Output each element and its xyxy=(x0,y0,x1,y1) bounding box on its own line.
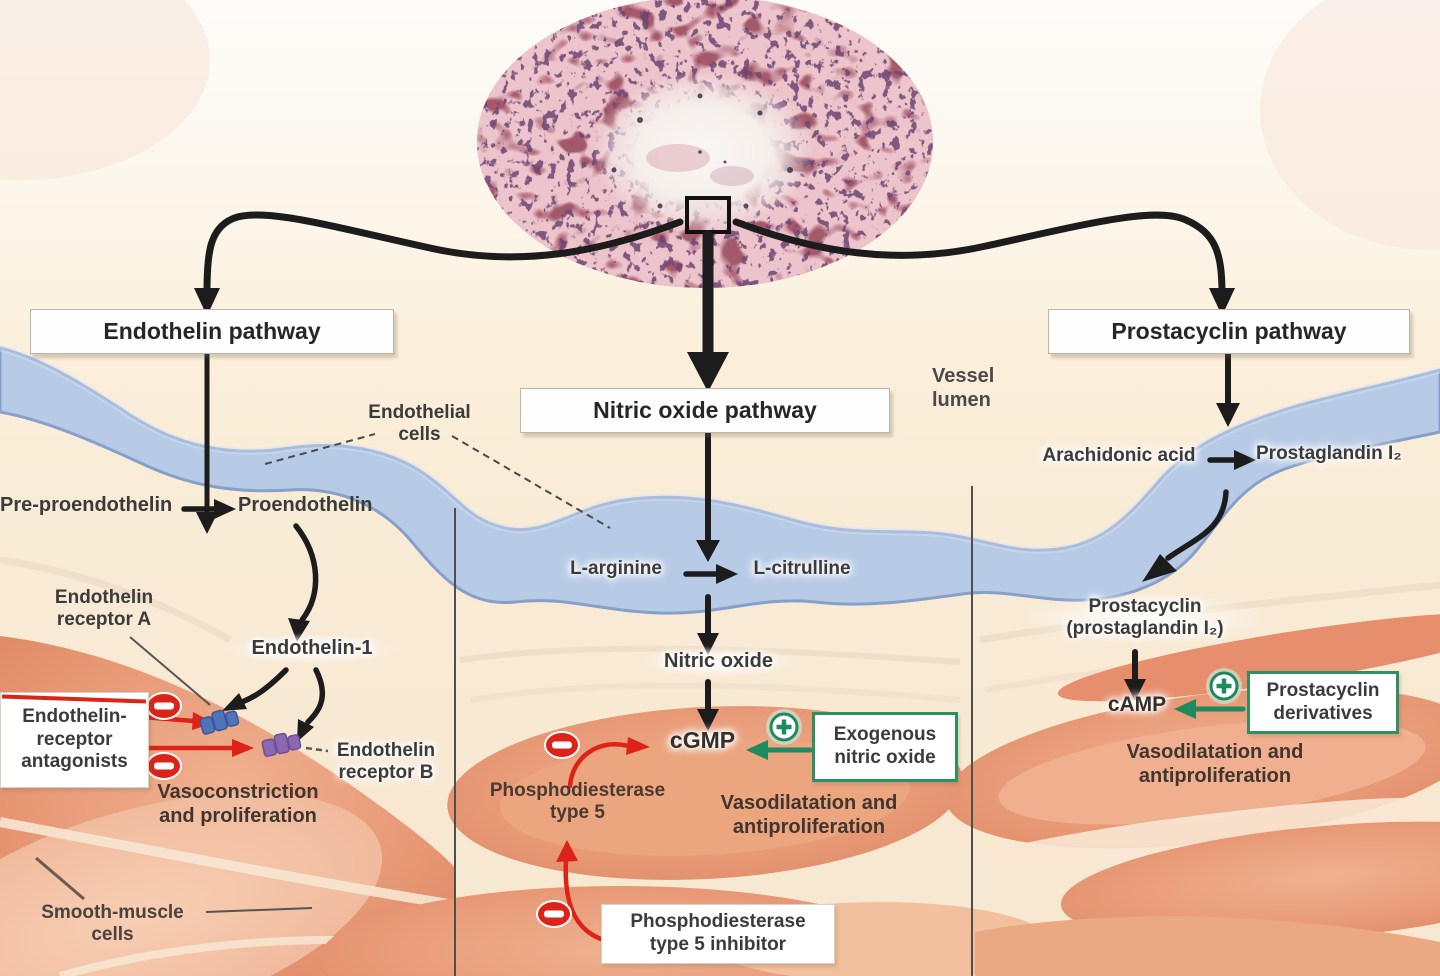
arrow-vessel-to-prostacyclin xyxy=(732,211,1226,298)
arrow-vessel-to-endothelin xyxy=(203,211,684,296)
l-arginine-label: L-arginine xyxy=(570,558,662,579)
black-arrows xyxy=(181,211,1256,742)
vasodilatation-center-label: Vasodilatation and antiproliferation xyxy=(720,792,898,838)
inhibition-icon xyxy=(536,900,572,928)
endothelin-1-label: Endothelin-1 xyxy=(222,633,402,665)
arrow-et1-to-receptor-a xyxy=(239,667,289,705)
arrow-et1-to-receptor-b xyxy=(305,667,326,725)
magnified-region-box xyxy=(685,196,731,234)
receptor-b-icon xyxy=(261,732,302,757)
arrow-inhibitor-to-pde5 xyxy=(563,857,607,943)
prostaglandin-i2-label: Prostaglandin I₂ xyxy=(1256,443,1402,464)
exogenous-nitric-oxide-box: Exogenous nitric oxide xyxy=(812,712,958,782)
endothelin-receptor-antagonists-box: Endothelin- receptor antagonists xyxy=(0,692,149,788)
receptor-a-icon xyxy=(199,709,240,735)
cgmp-label: cGMP xyxy=(669,727,736,753)
endothelin-pathway-box: Endothelin pathway xyxy=(30,309,394,354)
stimulation-icon xyxy=(766,709,802,745)
smooth-muscle-cells-label: Smooth-muscle cells xyxy=(41,902,184,946)
arrow-pde5-to-cgmp xyxy=(567,742,631,789)
prostacyclin-pathway-box: Prostacyclin pathway xyxy=(1048,309,1410,354)
nitric-oxide-pathway-box: Nitric oxide pathway xyxy=(520,388,890,433)
phosphodiesterase-type5-label: Phosphodiesterase type 5 xyxy=(489,780,666,824)
arachidonic-acid-label: Arachidonic acid xyxy=(1042,445,1196,466)
arrow-proendothelin-to-et1 xyxy=(293,523,319,623)
pre-proendothelin-label: Pre-proendothelin xyxy=(0,494,173,516)
pde5-inhibitor-box: Phosphodiesterase type 5 inhibitor xyxy=(601,904,835,964)
inhibition-icon xyxy=(146,752,182,780)
vasoconstriction-label: Vasoconstriction and proliferation xyxy=(157,781,319,827)
stimulation-arrows xyxy=(746,699,1246,760)
stimulation-icon xyxy=(1206,668,1242,704)
endothelin-receptor-b-label: Endothelin receptor B xyxy=(336,740,436,784)
proendothelin-label: Proendothelin xyxy=(238,494,373,516)
inhibition-icon xyxy=(544,731,580,759)
nitric-oxide-label: Nitric oxide xyxy=(636,646,801,678)
l-citrulline-label: L-citrulline xyxy=(753,558,851,579)
arrow-pgi2-to-prostacyclin xyxy=(1165,489,1229,561)
vasodilatation-right-label: Vasodilatation and antiproliferation xyxy=(1126,741,1304,787)
vessel-lumen-label: Vessel lumen xyxy=(932,365,995,411)
camp-label: cAMP xyxy=(1107,693,1167,716)
endothelium-band xyxy=(0,344,1440,615)
endothelin-receptor-a-label: Endothelin receptor A xyxy=(54,587,154,631)
inhibition-icon xyxy=(146,692,182,720)
endothelial-cells-label: Endothelial cells xyxy=(368,402,471,446)
prostacyclin-label: Prostacyclin (prostaglandin I₂) xyxy=(1018,592,1272,645)
prostacyclin-derivatives-box: Prostacyclin derivatives xyxy=(1247,671,1399,734)
annotation-lines xyxy=(35,433,611,913)
